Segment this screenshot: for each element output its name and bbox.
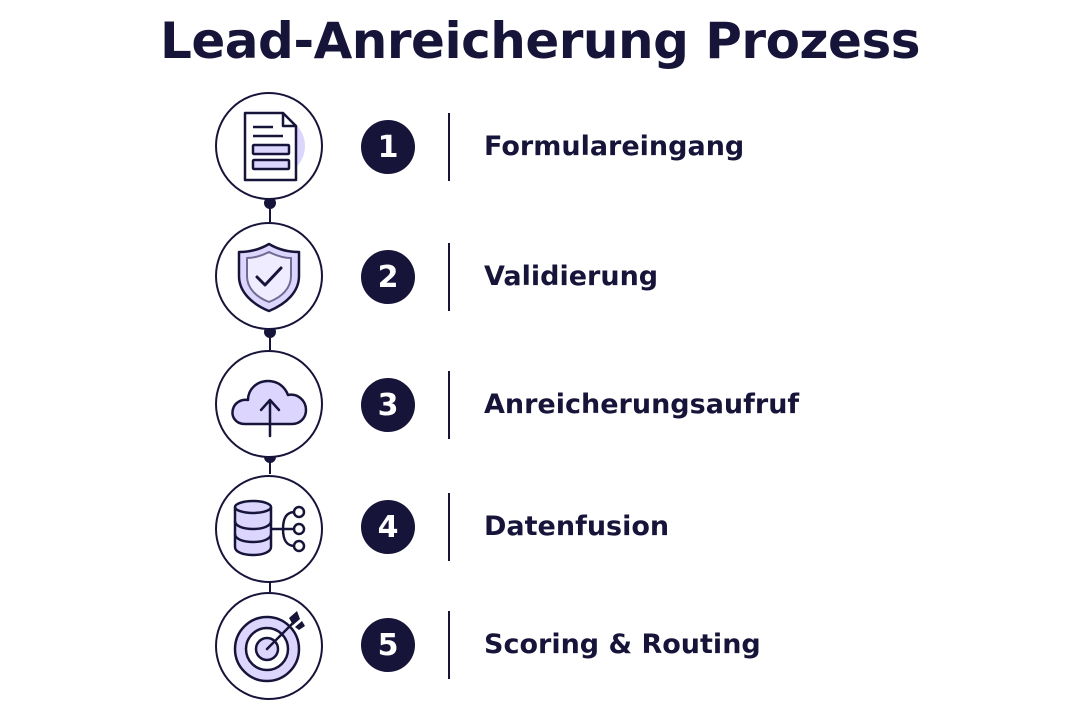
step-icon-circle	[215, 92, 323, 200]
shield-check-icon	[237, 242, 301, 313]
step-number-badge: 4	[361, 500, 415, 554]
step-icon-circle	[215, 350, 323, 458]
step-divider	[448, 493, 450, 561]
database-merge-icon	[233, 499, 306, 557]
step-divider	[448, 371, 450, 439]
step-label: Datenfusion	[484, 511, 670, 542]
document-form-icon	[243, 111, 305, 182]
target-arrow-icon	[233, 611, 305, 683]
step-divider	[448, 611, 450, 679]
step-label: Scoring & Routing	[484, 629, 761, 660]
page-title: Lead-Anreicherung Prozess	[160, 12, 920, 70]
step-number-badge: 5	[361, 618, 415, 672]
connector-dot	[264, 197, 276, 209]
step-number-badge: 3	[361, 378, 415, 432]
cloud-upload-icon	[231, 379, 308, 438]
step-icon-circle	[215, 222, 323, 330]
step-icon-circle	[215, 475, 323, 583]
step-number-badge: 1	[361, 120, 415, 174]
step-number-badge: 2	[361, 250, 415, 304]
step-icon-circle	[215, 592, 323, 700]
step-divider	[448, 243, 450, 311]
step-label: Formulareingang	[484, 131, 745, 162]
step-label: Validierung	[484, 261, 659, 292]
step-label: Anreicherungsaufruf	[484, 389, 800, 420]
step-divider	[448, 113, 450, 181]
